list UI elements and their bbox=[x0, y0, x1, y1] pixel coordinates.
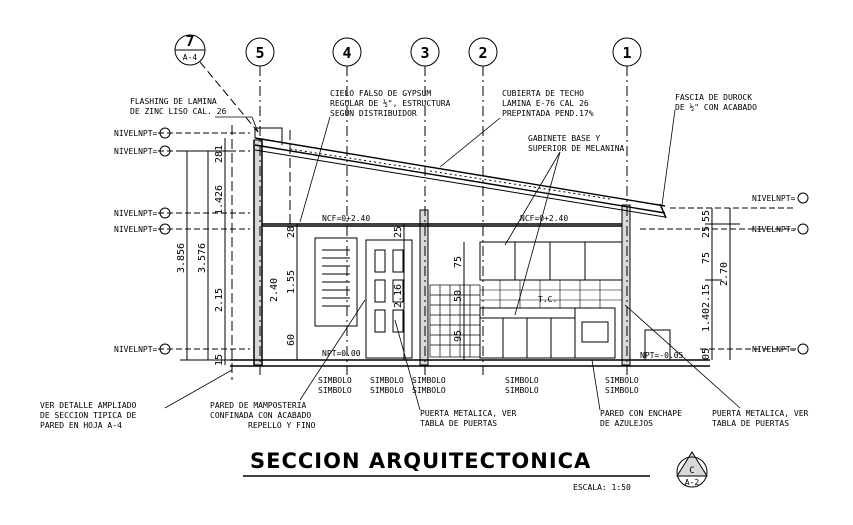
right-level-markers: NIVELNPT= NIVELNPT= NIVELNPT= bbox=[640, 192, 809, 355]
grid-axis-5: 5 bbox=[245, 37, 275, 375]
detail-number: 7 bbox=[185, 32, 194, 50]
level-label-l1: NIVELNPT= bbox=[114, 129, 158, 138]
section-sheet: A-2 bbox=[685, 478, 700, 487]
section-letter: C bbox=[689, 466, 694, 476]
symbol-label: SIMBOLO bbox=[370, 376, 404, 385]
dim-3576: 3.576 bbox=[197, 243, 208, 273]
grid-label-3: 3 bbox=[420, 44, 429, 62]
symbol-label: SIMBOLO bbox=[505, 376, 539, 385]
symbol-label: SIMBOLO bbox=[412, 386, 446, 395]
grid-axis-2: 2 bbox=[468, 37, 498, 375]
dim-215a: 2.15 bbox=[214, 288, 225, 312]
tc-label: T.C. bbox=[538, 295, 557, 304]
symbol-label: SIMBOLO bbox=[605, 386, 639, 395]
npt-left: NPT=0.00 bbox=[322, 349, 361, 358]
detail-sheet: A-4 bbox=[183, 53, 198, 62]
symbol-labels: SIMBOLO SIMBOLO SIMBOLO SIMBOLO SIMBOLO … bbox=[318, 376, 639, 395]
level-label-l2: NIVELNPT= bbox=[114, 147, 158, 156]
dim-140: 1.40 bbox=[701, 308, 712, 332]
level-label-r2: NIVELNPT= bbox=[752, 225, 796, 234]
npt-right: NPT=-0.05 bbox=[640, 351, 684, 360]
dim-25b: 25 bbox=[701, 226, 712, 238]
dim-25a: 25 bbox=[393, 226, 404, 238]
dim-95: 95 bbox=[453, 330, 464, 342]
drawing-title: SECCION ARQUITECTONICA bbox=[250, 449, 591, 473]
grid-label-4: 4 bbox=[342, 44, 351, 62]
leader-lines bbox=[164, 109, 741, 411]
ncf-right: NCF=0+2.40 bbox=[520, 214, 568, 223]
dim-15: 15 bbox=[214, 354, 225, 366]
dim-55: 55 bbox=[701, 210, 712, 222]
dim-155: 1.55 bbox=[286, 270, 297, 294]
grid-label-5: 5 bbox=[255, 44, 264, 62]
interior-levels: NCF=0+2.40 NCF=0+2.40 NPT=0.00 NPT=-0.05 bbox=[322, 214, 684, 360]
level-label-l4: NIVELNPT= bbox=[114, 225, 158, 234]
dim-1426: 1.426 bbox=[214, 185, 225, 215]
dim-05: 05 bbox=[701, 348, 712, 360]
dim-270: 2.70 bbox=[719, 262, 730, 286]
grid-axis-1: 1 bbox=[612, 37, 642, 375]
symbol-label: SIMBOLO bbox=[505, 386, 539, 395]
dim-75a: 75 bbox=[453, 256, 464, 268]
dim-3856: 3.856 bbox=[176, 243, 187, 273]
level-label-l3: NIVELNPT= bbox=[114, 209, 158, 218]
symbol-label: SIMBOLO bbox=[370, 386, 404, 395]
dimension-texts: 3.856 3.576 1.426 2.15 281 15 2.40 1.55 … bbox=[176, 145, 730, 366]
symbol-label: SIMBOLO bbox=[318, 376, 352, 385]
symbol-label: SIMBOLO bbox=[412, 376, 446, 385]
ncf-left: NCF=0+2.40 bbox=[322, 214, 370, 223]
dimension-lines bbox=[180, 138, 740, 365]
left-level-markers: NIVELNPT= NIVELNPT= NIVELNPT= NIVELNPT= … bbox=[114, 127, 250, 355]
dim-215b: 2.15 bbox=[701, 284, 712, 308]
level-label-r1: NIVELNPT= bbox=[752, 194, 796, 203]
level-label-l5: NIVELNPT= bbox=[114, 345, 158, 354]
walls bbox=[230, 125, 710, 380]
dim-281: 281 bbox=[214, 145, 225, 163]
door bbox=[365, 239, 413, 359]
grid-axis-3: 3 bbox=[410, 37, 440, 375]
dim-50: 50 bbox=[453, 290, 464, 302]
kitchen-cabinets: T.C. bbox=[479, 241, 671, 361]
dim-216: 2.16 bbox=[393, 284, 404, 308]
roof-slab bbox=[254, 127, 667, 219]
dim-28: 28 bbox=[286, 226, 297, 238]
symbol-label: SIMBOLO bbox=[605, 376, 639, 385]
dim-240: 2.40 bbox=[269, 278, 280, 302]
symbol-label: SIMBOLO bbox=[318, 386, 352, 395]
grid-axis-4: 4 bbox=[332, 37, 362, 375]
grid-label-2: 2 bbox=[478, 44, 487, 62]
drawing-scale: ESCALA: 1:50 bbox=[573, 483, 631, 492]
grid-label-1: 1 bbox=[622, 44, 631, 62]
dim-60: 60 bbox=[286, 334, 297, 346]
dim-75b: 75 bbox=[701, 252, 712, 264]
window bbox=[314, 237, 358, 327]
detail-marker: 7 A-4 bbox=[174, 32, 259, 133]
title-block: SECCION ARQUITECTONICA ESCALA: 1:50 bbox=[243, 449, 650, 492]
section-marker: C A-2 bbox=[676, 451, 708, 488]
